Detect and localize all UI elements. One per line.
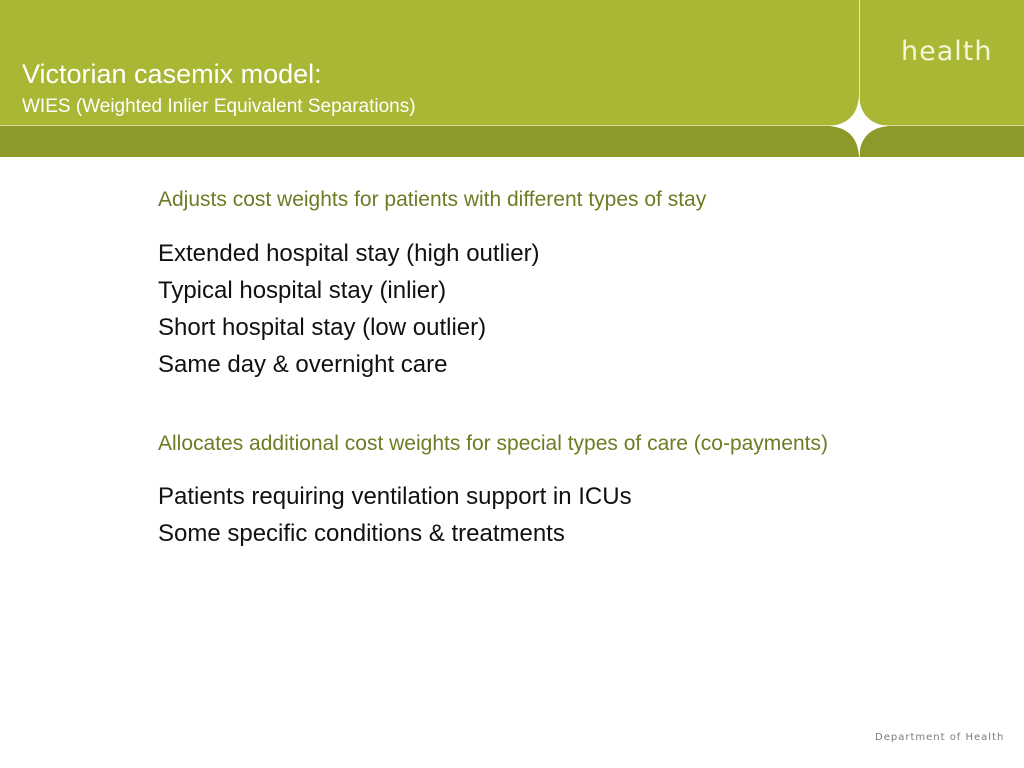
list-item: Patients requiring ventilation support i… [158, 483, 632, 510]
list-item: Short hospital stay (low outlier) [158, 314, 487, 341]
bullet-list: Patients requiring ventilation support i… [158, 478, 878, 552]
star-sparkle-icon [829, 96, 889, 156]
header-vertical-line [859, 0, 860, 157]
slide-content: Adjusts cost weights for patients with d… [158, 186, 878, 552]
list-item: Same day & overnight care [158, 351, 448, 378]
list-item: Typical hospital stay (inlier) [158, 277, 447, 304]
bullet-list: Extended hospital stay (high outlier) Ty… [158, 235, 878, 383]
section-heading: Allocates additional cost weights for sp… [158, 432, 828, 455]
brand-logo: health [901, 36, 993, 67]
header-divider [0, 125, 1024, 126]
slide-title: Victorian casemix model: [22, 59, 322, 89]
slide-subtitle: WIES (Weighted Inlier Equivalent Separat… [22, 96, 416, 117]
footer-logo: Department of Health [875, 732, 1005, 743]
section-heading: Adjusts cost weights for patients with d… [158, 188, 707, 211]
list-item: Some specific conditions & treatments [158, 520, 565, 547]
header-banner: health Victorian casemix model: WIES (We… [0, 0, 1024, 157]
list-item: Extended hospital stay (high outlier) [158, 240, 540, 267]
